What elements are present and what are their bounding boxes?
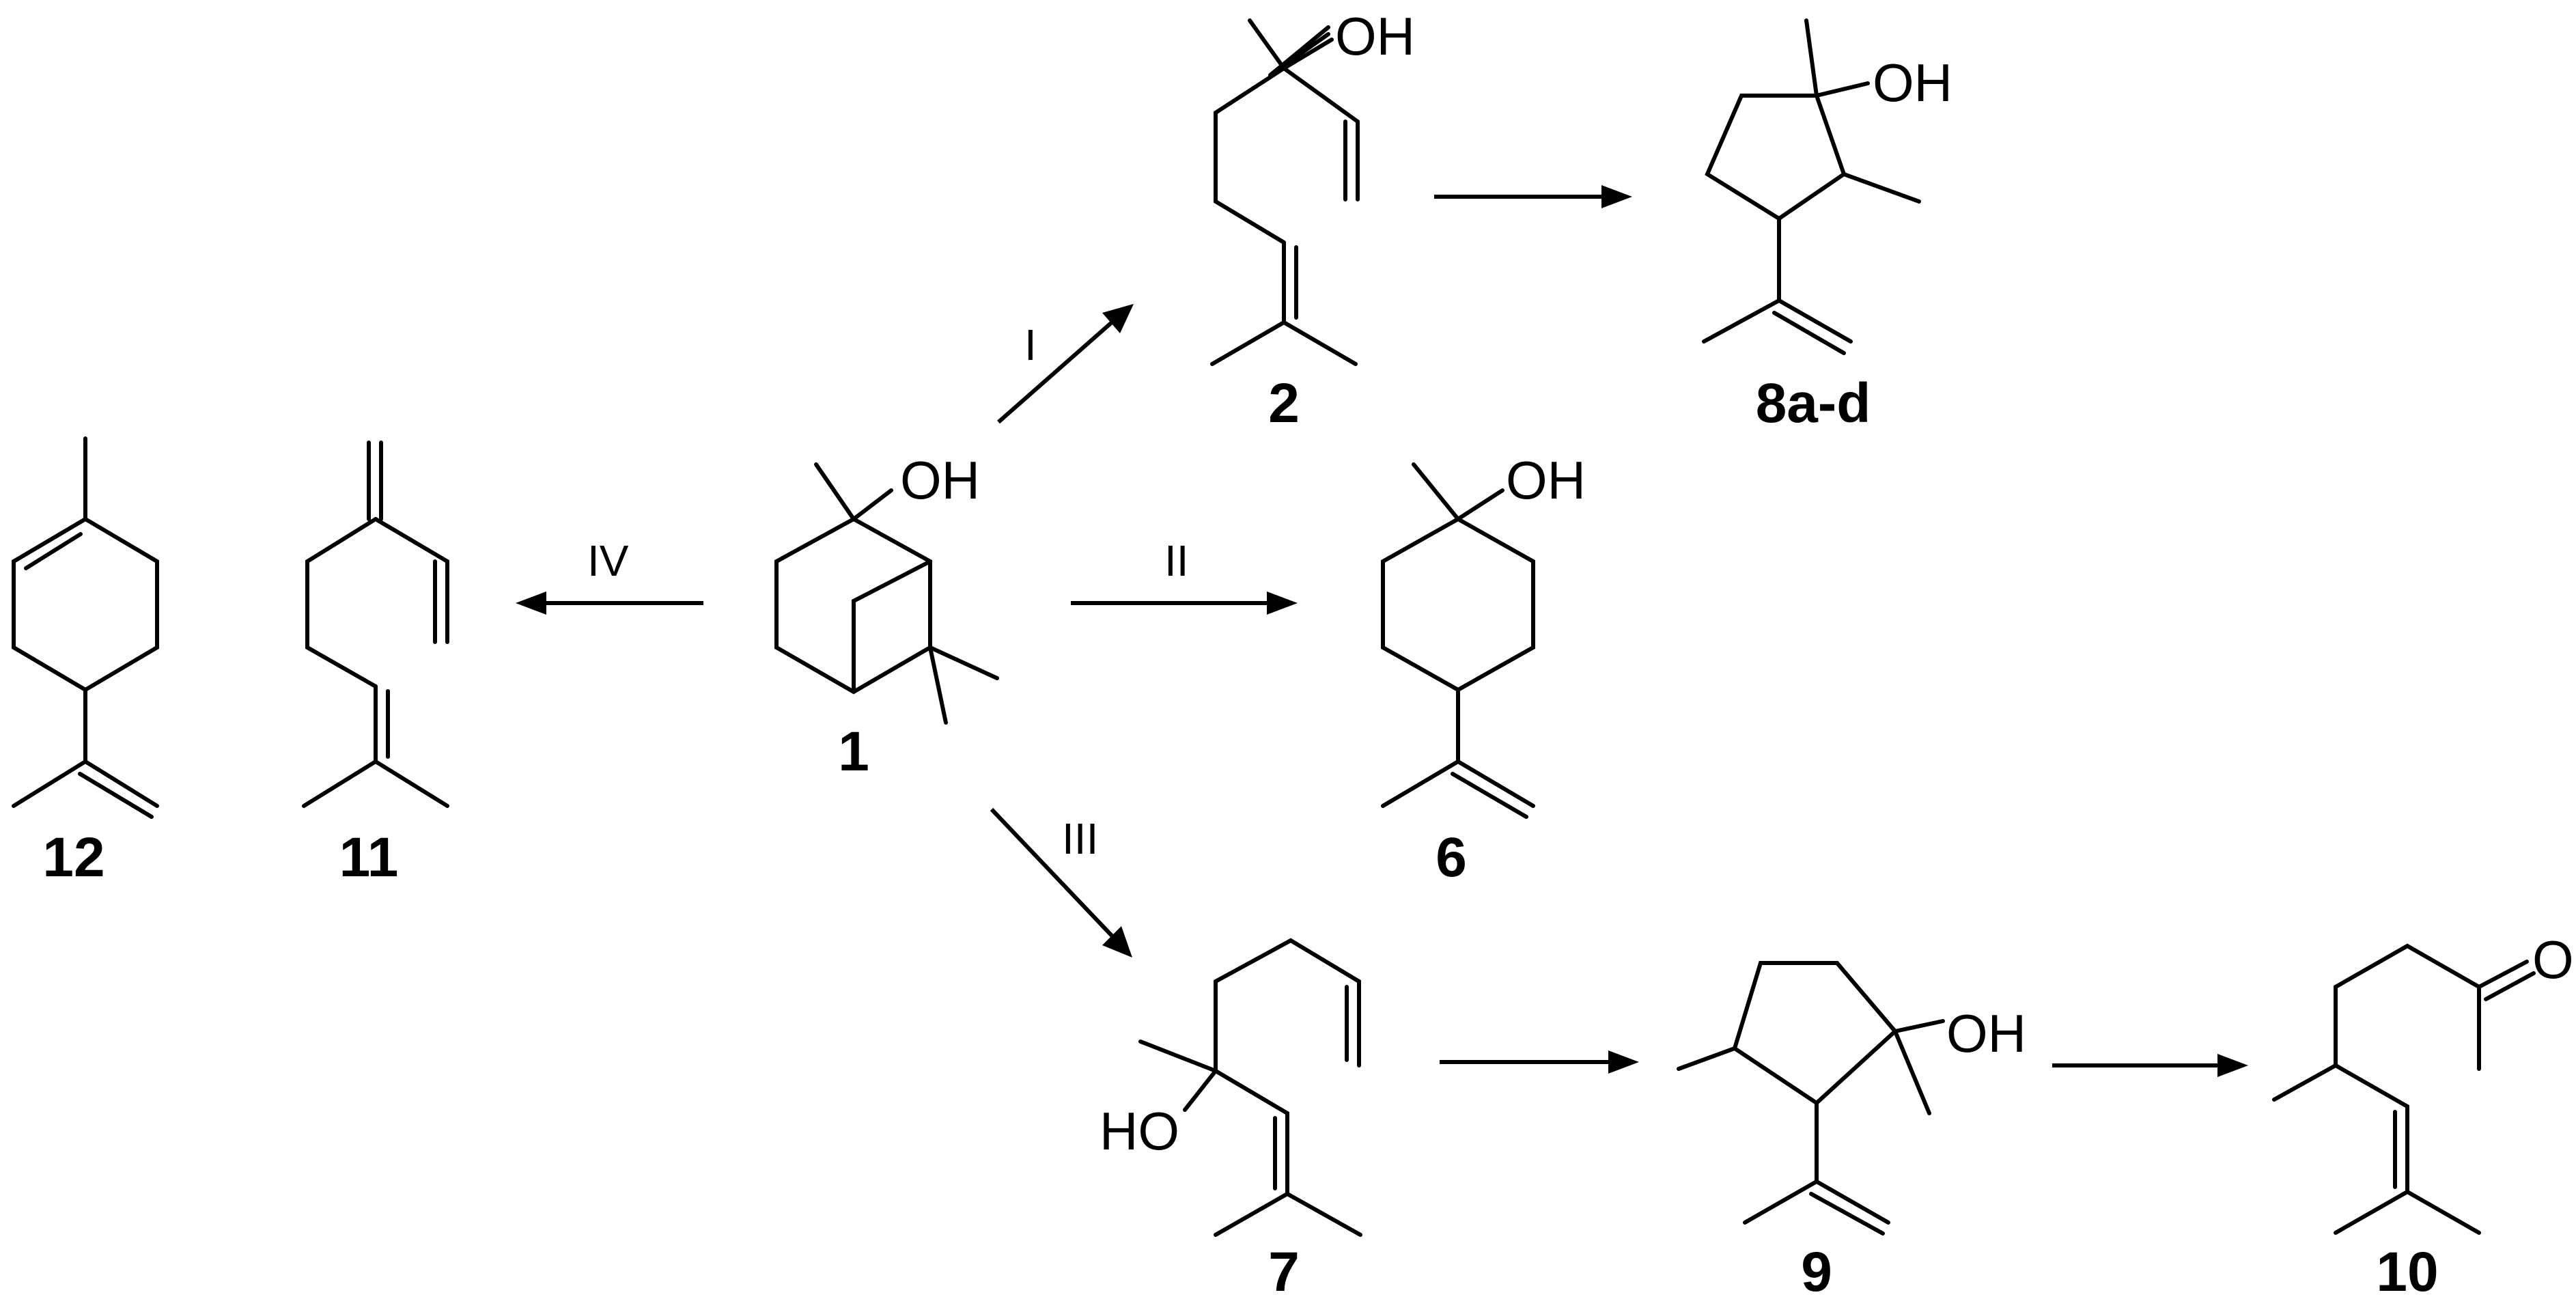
compound-11-number: 11: [339, 826, 399, 889]
compound-7-number: 7: [1268, 1241, 1300, 1303]
compound-1: OH 1: [774, 450, 999, 783]
condition-IV: IV: [587, 536, 629, 585]
arrow-IV: IV: [516, 536, 703, 615]
compound-8a-d: OH 8a-d: [1702, 18, 1952, 434]
compound-12-number: 12: [42, 826, 104, 889]
compound-10-oxygen: O: [2532, 930, 2574, 990]
compound-9-number: 9: [1801, 1241, 1832, 1303]
compound-12: 12: [12, 436, 159, 889]
compound-6-number: 6: [1436, 826, 1467, 889]
compound-11: 11: [302, 441, 449, 889]
compound-1-number: 1: [838, 721, 869, 783]
compound-9-hydroxyl: OH: [1946, 1003, 2026, 1063]
arrow-I: I: [997, 304, 1134, 424]
compound-9: OH 9: [1677, 961, 2026, 1303]
compound-8a-d-number: 8a-d: [1756, 372, 1871, 434]
compound-2-hydroxyl: OH: [1335, 6, 1415, 66]
compound-2: OH 2: [1210, 6, 1415, 434]
arrow-2-to-8: [1434, 185, 1632, 208]
compound-2-number: 2: [1268, 372, 1300, 434]
compound-6-hydroxyl: OH: [1506, 450, 1586, 510]
compound-10: O 10: [2272, 930, 2574, 1303]
compound-6: OH 6: [1381, 450, 1586, 889]
compound-7-hydroxyl: HO: [1100, 1101, 1179, 1161]
condition-I: I: [1024, 320, 1037, 369]
arrow-III: III: [990, 807, 1132, 958]
compound-8-hydroxyl: OH: [1873, 53, 1952, 113]
compound-7: HO 7: [1100, 938, 1362, 1303]
arrow-9-to-10: [2052, 1054, 2248, 1077]
arrow-II: II: [1071, 536, 1298, 615]
compound-10-number: 10: [2376, 1241, 2438, 1303]
arrow-7-to-9: [1440, 1050, 1639, 1074]
compound-1-hydroxyl: OH: [900, 450, 980, 510]
condition-III: III: [1062, 814, 1098, 863]
condition-II: II: [1164, 536, 1189, 585]
